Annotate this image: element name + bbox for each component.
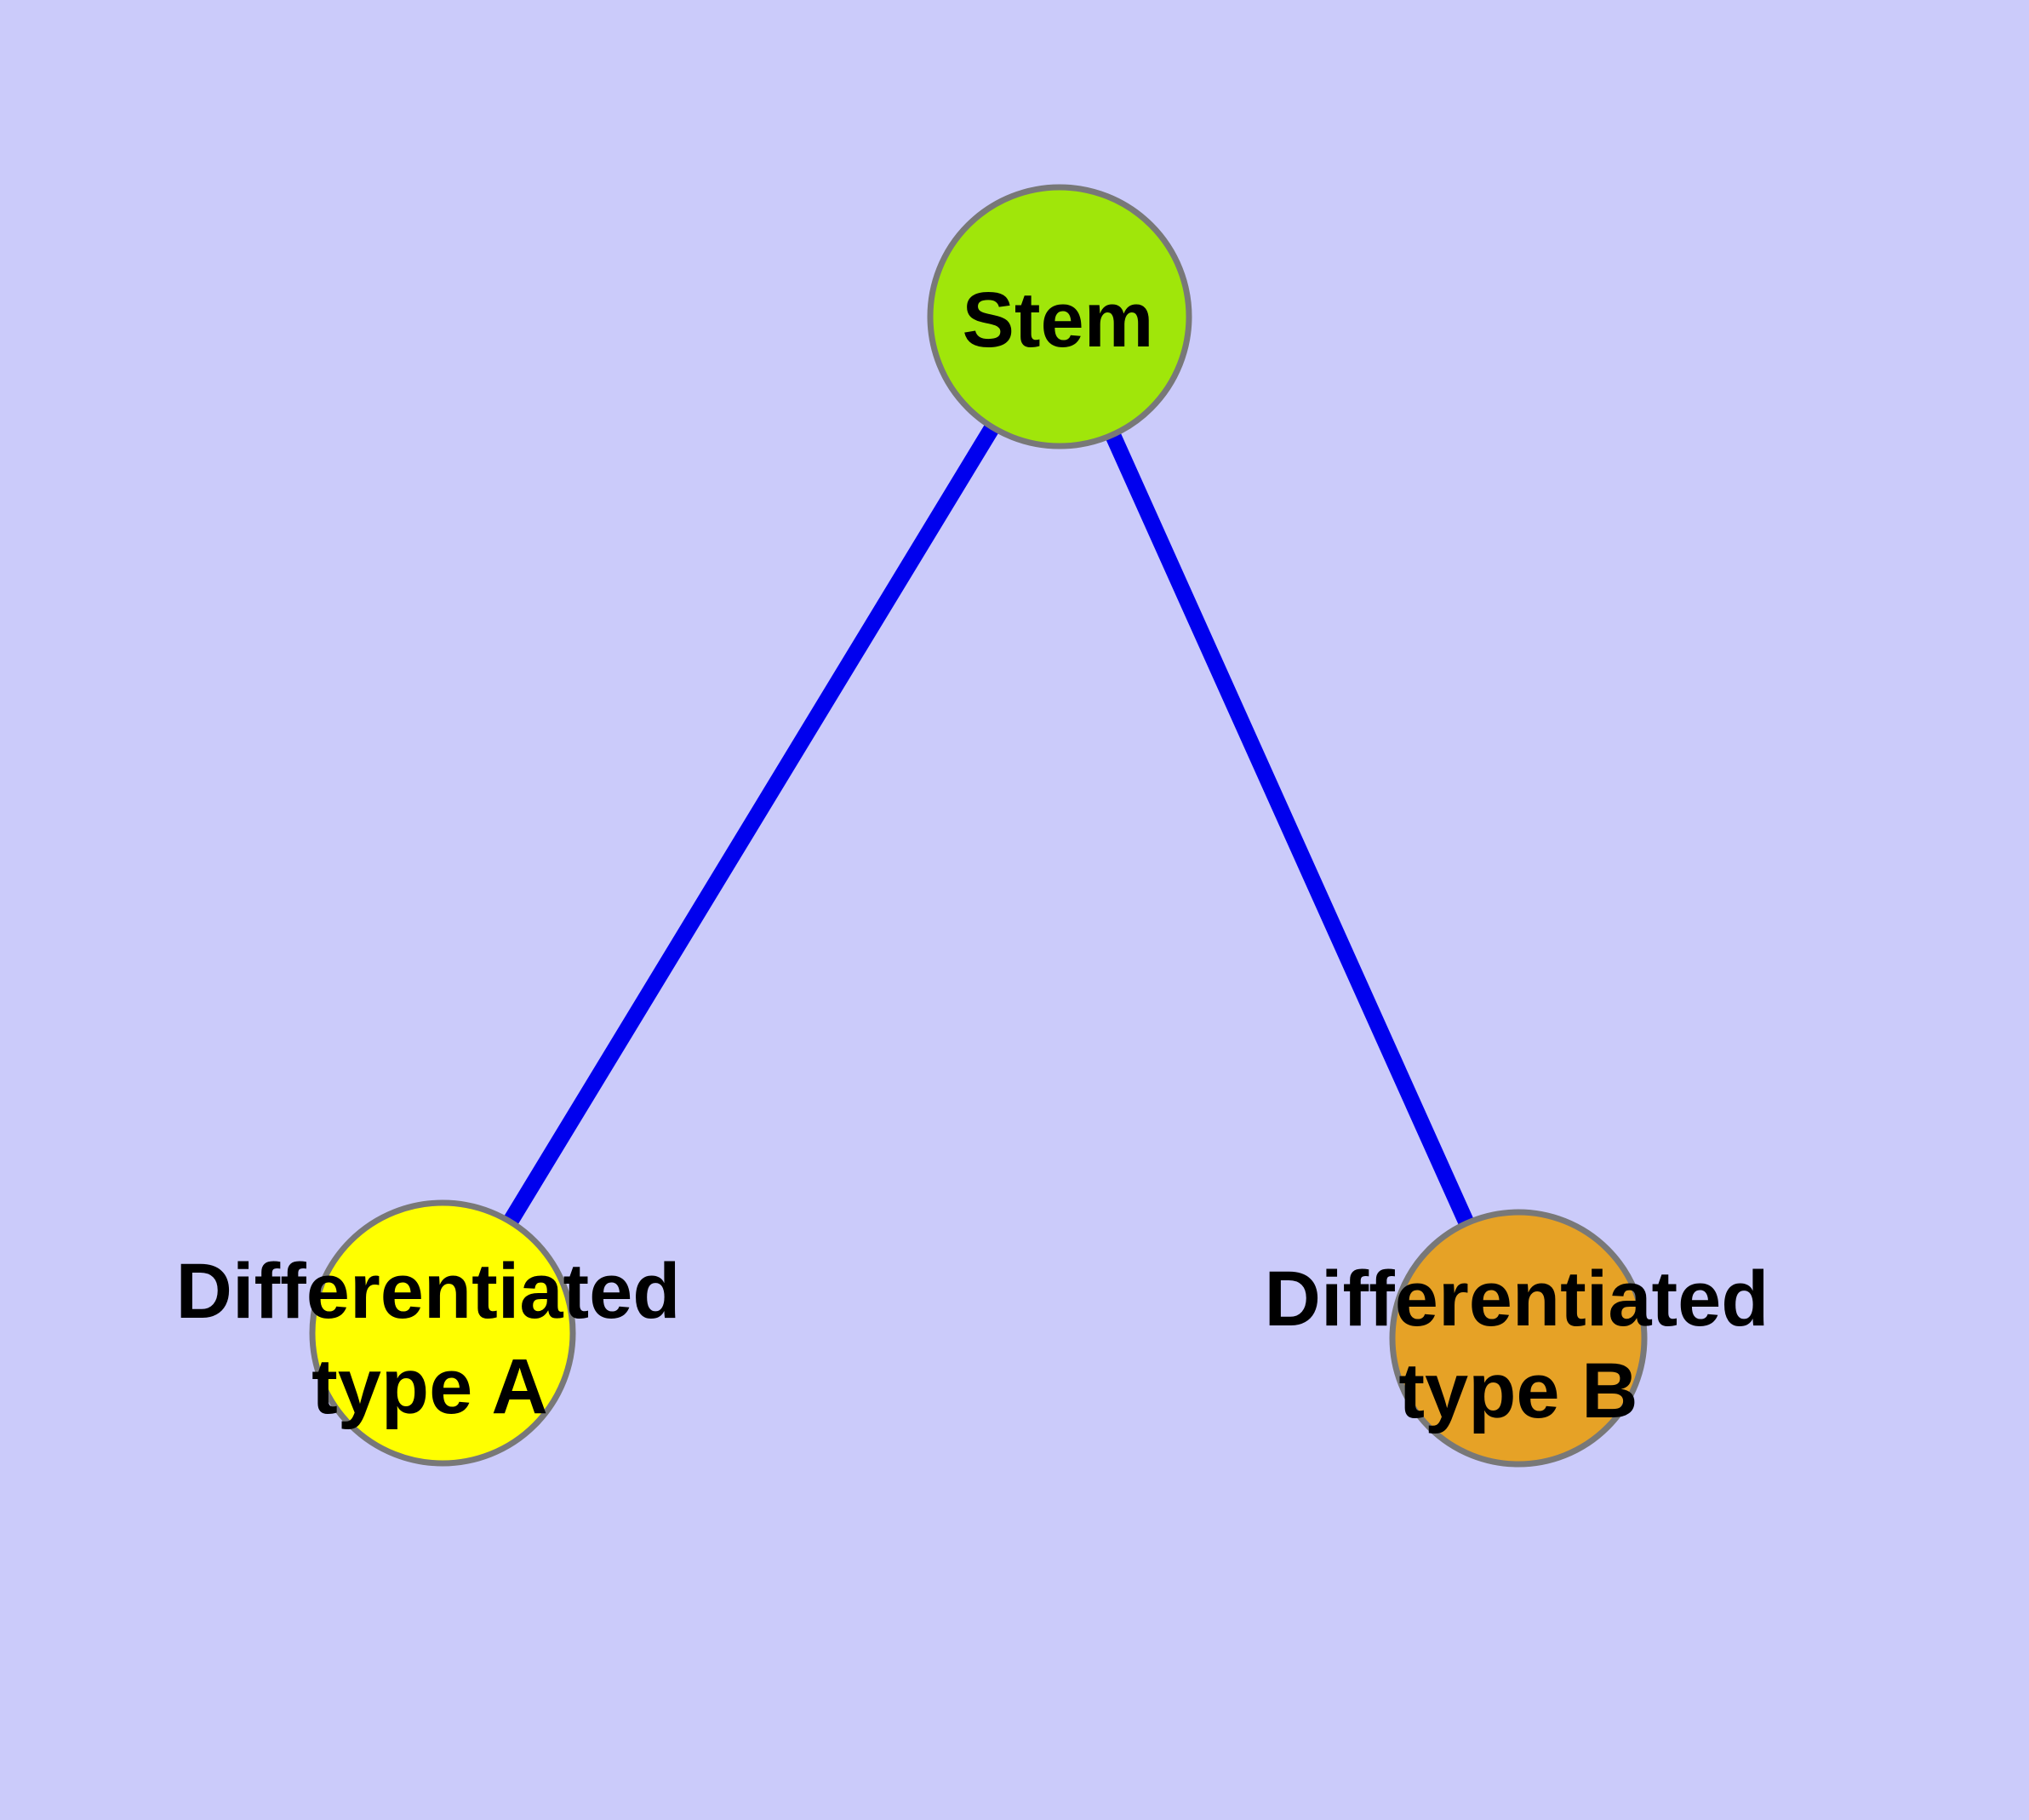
node-label-type-b-line2: type B <box>1398 1348 1637 1434</box>
node-group <box>309 184 1648 1468</box>
node-differentiated-type-b <box>1389 1209 1648 1468</box>
node-label-type-a-line1: Differentiated <box>176 1248 681 1335</box>
edge-stem-to-type-b <box>1051 308 1527 1347</box>
edge-stem-to-type-a <box>434 308 1068 1342</box>
node-stem <box>927 184 1192 449</box>
label-group: Stem Differentiated type A Differentiate… <box>176 277 1769 1434</box>
node-differentiated-type-a <box>309 1199 576 1467</box>
node-label-stem: Stem <box>963 277 1154 363</box>
node-label-type-b-line1: Differentiated <box>1265 1256 1769 1342</box>
node-label-type-a-line2: type A <box>311 1343 548 1430</box>
edge-group <box>434 308 1527 1347</box>
